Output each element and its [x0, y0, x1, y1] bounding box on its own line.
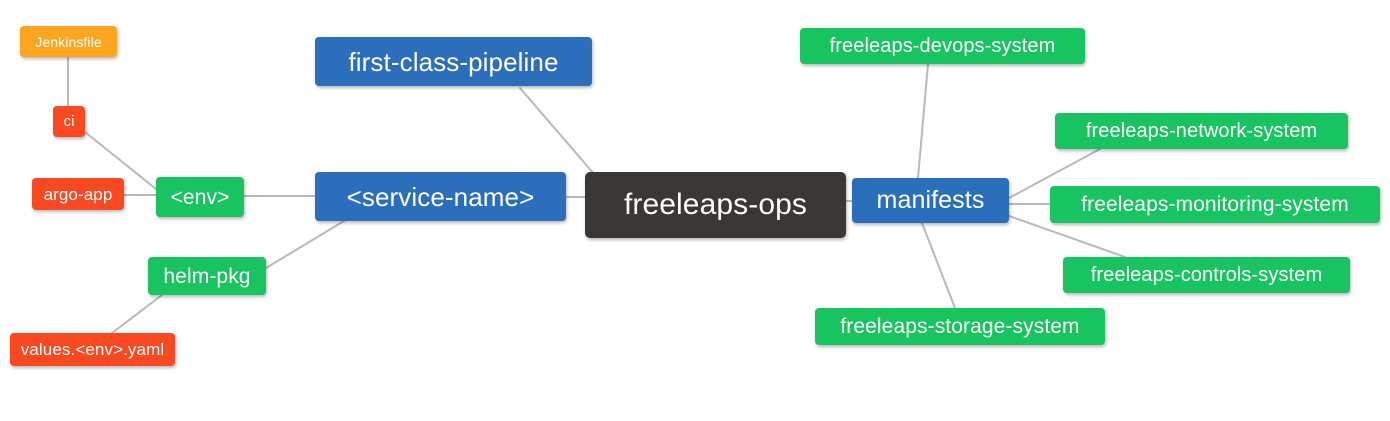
mindmap-node-label: values.<env>.yaml	[20, 340, 165, 359]
mindmap-node-label: freeleaps-storage-system	[840, 315, 1080, 338]
mindmap-node-label: argo-app	[43, 184, 113, 204]
edge-manifests-to-freeleaps-devops-system	[917, 63, 929, 179]
edge-manifests-to-freeleaps-storage-system	[921, 222, 956, 309]
mindmap-node-label: manifests	[876, 186, 985, 214]
edge-helm-pkg-to-values-env-yaml	[111, 294, 163, 334]
mindmap-node-label: freeleaps-devops-system	[829, 35, 1056, 57]
mindmap-node-freeleaps-controls-system[interactable]: freeleaps-controls-system	[1063, 257, 1350, 293]
mindmap-node-manifests[interactable]: manifests	[852, 178, 1009, 223]
edge-freeleaps-ops-to-first-class-pipeline	[519, 87, 596, 176]
mindmap-node-service-name[interactable]: <service-name>	[315, 172, 566, 221]
mindmap-node-freeleaps-devops-system[interactable]: freeleaps-devops-system	[800, 28, 1085, 64]
mindmap-node-label: first-class-pipeline	[348, 46, 559, 77]
mindmap-node-label: <service-name>	[346, 181, 535, 212]
mindmap-node-label: <env>	[170, 185, 230, 209]
mindmap-node-label: freeleaps-controls-system	[1090, 264, 1323, 286]
mindmap-node-label: freeleaps-monitoring-system	[1081, 193, 1349, 216]
mindmap-node-argo-app[interactable]: argo-app	[32, 178, 124, 210]
mindmap-node-freeleaps-storage-system[interactable]: freeleaps-storage-system	[815, 308, 1105, 345]
edge-service-name-to-helm-pkg	[265, 220, 345, 269]
mindmap-node-values-env-yaml[interactable]: values.<env>.yaml	[10, 333, 175, 366]
mindmap-node-label: freeleaps-ops	[623, 188, 808, 221]
mindmap-node-label: Jenkinsfile	[35, 33, 102, 50]
mindmap-node-freeleaps-ops[interactable]: freeleaps-ops	[585, 172, 846, 238]
mindmap-node-jenkinsfile[interactable]: Jenkinsfile	[20, 26, 117, 57]
mindmap-node-label: freeleaps-network-system	[1085, 120, 1318, 142]
mindmap-node-first-class-pipeline[interactable]: first-class-pipeline	[315, 37, 592, 86]
mindmap-node-ci[interactable]: ci	[53, 106, 85, 137]
mindmap-node-env[interactable]: <env>	[156, 177, 244, 217]
mindmap-node-freeleaps-monitoring-system[interactable]: freeleaps-monitoring-system	[1050, 186, 1380, 223]
mindmap-node-freeleaps-network-system[interactable]: freeleaps-network-system	[1055, 113, 1348, 149]
mindmap-node-helm-pkg[interactable]: helm-pkg	[148, 257, 266, 295]
mindmap-node-label: ci	[63, 113, 75, 130]
mindmap-node-label: helm-pkg	[163, 264, 251, 288]
